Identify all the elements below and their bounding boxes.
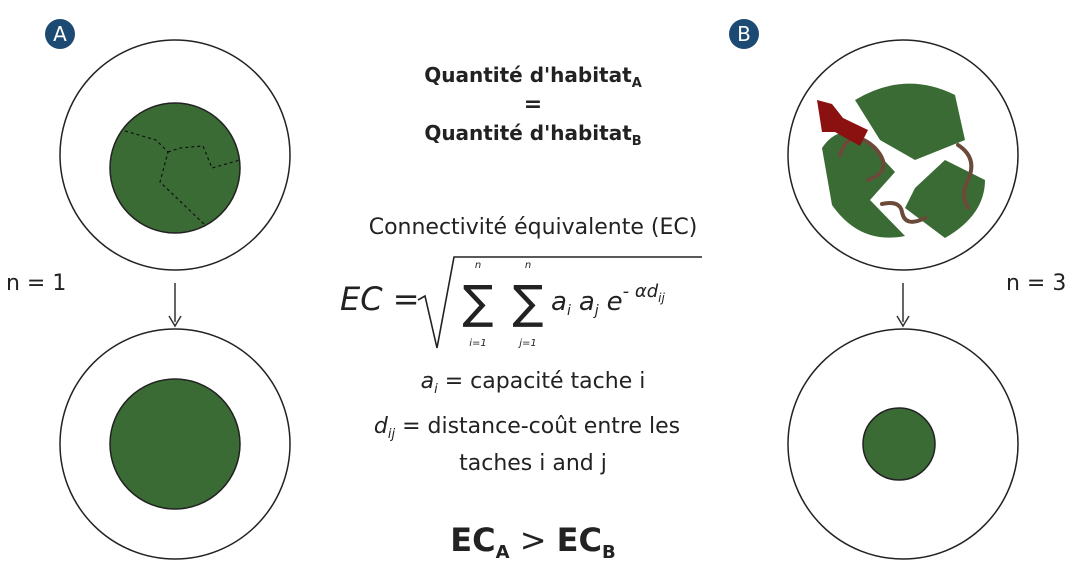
habitat-equals: =: [524, 92, 542, 117]
habitat-patch-b-1: [855, 83, 965, 160]
patch-boundary-2: [167, 145, 241, 169]
badge-a-label: A: [53, 22, 67, 46]
ec-title: Connectivité équivalente (EC): [369, 215, 698, 240]
badge-b-circle: [729, 19, 759, 49]
sum-lower-j: j=1: [517, 338, 537, 349]
n-label-a: n = 1: [6, 271, 66, 296]
definition-ai: ai = capacité tache i: [421, 369, 646, 397]
sum-lower-i: i=1: [469, 338, 487, 349]
habitat-patch-a-before: [109, 102, 241, 234]
corridor-3: [880, 201, 927, 224]
badge-a-circle: [45, 19, 75, 49]
center-content: Quantité d'habitatA = Quantité d'habitat…: [340, 63, 702, 563]
corridor-1: [838, 136, 886, 182]
definition-dij-line2: taches i and j: [459, 451, 607, 476]
habitat-patch-a-after: [109, 378, 241, 510]
habitat-patch-b-2: [822, 131, 905, 238]
habitat-patch-b-after: [862, 407, 936, 481]
corridor-2: [956, 143, 974, 210]
arrow-a-head: [168, 315, 182, 328]
conclusion: ECA > ECB: [450, 521, 616, 563]
sigma-j: ∑: [513, 275, 544, 329]
habitat-line-1: Quantité d'habitatA: [424, 63, 642, 91]
sigma-i: ∑: [463, 275, 494, 329]
badge-b-label: B: [737, 22, 751, 46]
sqrt-sign: [417, 256, 702, 349]
sum-upper-i: n: [475, 260, 481, 271]
sum-upper-j: n: [525, 260, 531, 271]
habitat-line-2: Quantité d'habitatB: [424, 121, 641, 149]
barrier-arrow: [817, 100, 868, 146]
definition-dij: dij = distance-coût entre les: [374, 414, 680, 442]
panel-a: A n = 1: [6, 19, 291, 560]
panel-b: B n = 3: [729, 19, 1066, 560]
arrow-b-head: [896, 315, 910, 328]
formula-lhs: EC =: [340, 280, 420, 318]
n-label-b: n = 3: [1006, 271, 1066, 296]
